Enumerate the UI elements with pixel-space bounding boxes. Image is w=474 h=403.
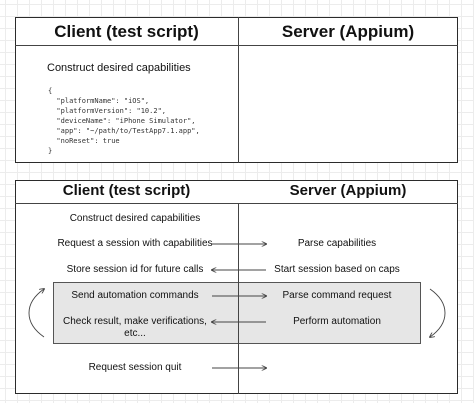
bottom-client-title: Client (test script) [62,182,191,199]
code-line: { [48,87,53,95]
client-step-request-session: Request a session with capabilities [57,238,213,249]
code-line: "platformName": "iOS", [48,97,150,105]
code-line: "noReset": true [48,137,120,145]
code-line: } [48,147,53,155]
code-line: "platformVersion": "10.2", [48,107,167,115]
code-line: "deviceName": "iPhone Simulator", [48,117,196,125]
bottom-server-title: Server (Appium) [289,182,407,199]
top-client-title: Client (test script) [54,22,199,41]
client-step-request-quit: Request session quit [88,362,182,373]
code-line: "app": "~/path/to/TestApp7.1.app", [48,127,200,135]
client-step-check-result: Check result, make verifications, [63,316,207,327]
capabilities-panel [15,17,458,163]
client-step-store-session-id: Store session id for future calls [66,264,204,275]
top-server-title: Server (Appium) [281,22,415,41]
client-step-send-commands: Send automation commands [71,290,199,301]
bottom-header-divider [15,203,458,204]
server-step-parse-capabilities: Parse capabilities [297,238,377,249]
client-step-construct-capabilities: Construct desired capabilities [69,213,201,224]
capabilities-code-block: { "platformName": "iOS", "platformVersio… [48,86,200,156]
bottom-column-divider [238,203,239,394]
client-step-check-result-cont: etc... [124,328,146,339]
server-step-parse-command: Parse command request [282,290,392,301]
capabilities-section-label: Construct desired capabilities [47,62,191,74]
right-loop-arrow [430,288,446,337]
server-step-perform-automation: Perform automation [293,316,381,327]
top-column-divider [238,17,239,163]
server-step-start-session: Start session based on caps [274,264,400,275]
automation-loop-box [53,282,421,344]
top-header-divider [15,45,458,46]
left-loop-arrow [28,289,44,338]
